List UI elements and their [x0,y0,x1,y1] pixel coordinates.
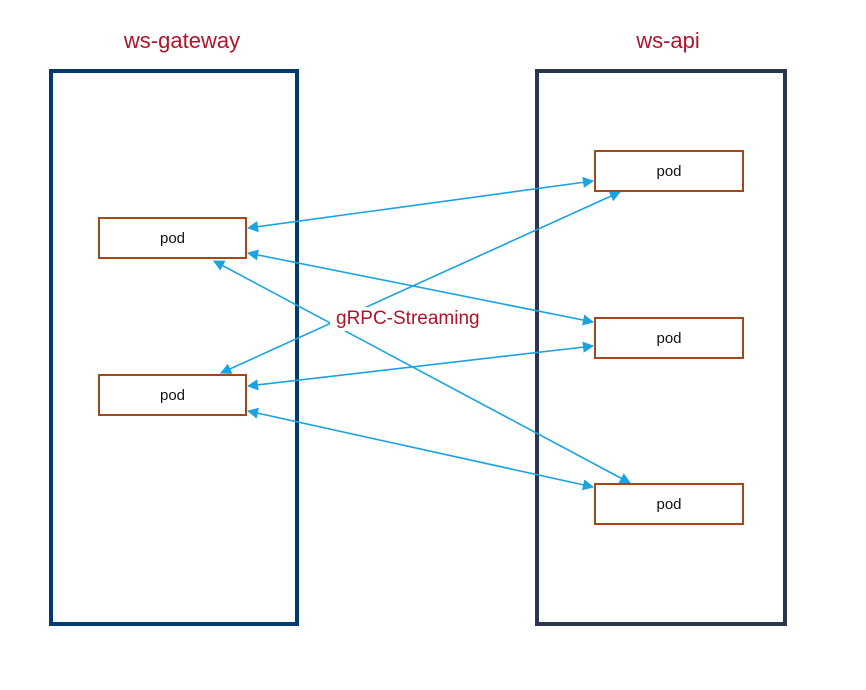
gateway-pod-1: pod [98,217,247,259]
api-pod-1: pod [594,150,744,192]
gateway-group [49,69,299,626]
gateway-pod-2: pod [98,374,247,416]
grpc-streaming-label: gRPC-Streaming [330,307,486,331]
api-title: ws-api [636,28,700,53]
api-pod-2: pod [594,317,744,359]
gateway-title: ws-gateway [123,28,241,53]
api-pod-3: pod [594,483,744,525]
